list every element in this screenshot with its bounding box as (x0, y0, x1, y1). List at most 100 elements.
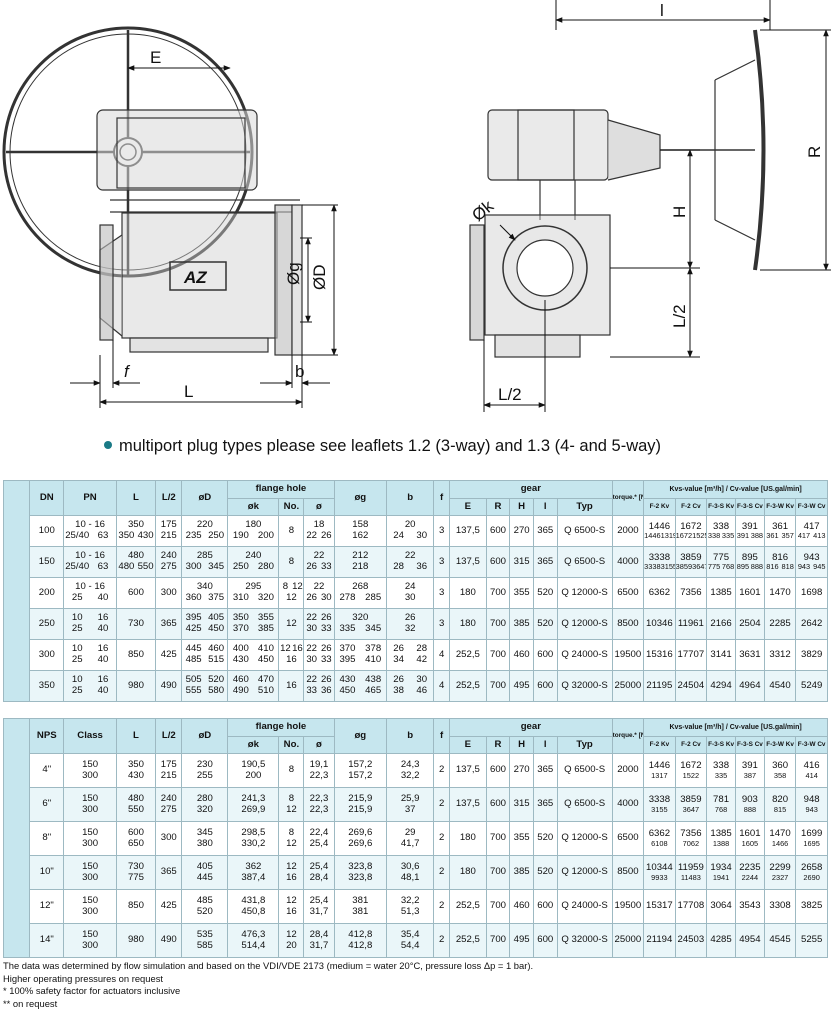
cell-i: 520 (532, 577, 558, 609)
cell-e: 180 (449, 855, 487, 890)
cell-r: 600 (485, 787, 511, 822)
label-f: f (124, 362, 131, 381)
cell-f2kv: 21195 (643, 670, 676, 702)
cell-dn: 150 (29, 546, 65, 578)
col-no: No. (278, 736, 305, 754)
cell-nps: 6" (29, 787, 65, 822)
side-view (469, 29, 766, 358)
col-f3skv: F-3-S Kv (706, 736, 736, 754)
cell-i: 600 (532, 889, 558, 924)
cell-i: 520 (532, 855, 558, 890)
cell-f2kv: 10346 (643, 608, 676, 640)
col-o: ø (303, 498, 335, 516)
cell-f3wcv: 1698 (795, 577, 828, 609)
cell-f: 2 (433, 753, 450, 788)
col-kv-cv: Kvs-value [m³/h] / Cv-value [US.gal/min] (643, 718, 828, 737)
col-f: f (433, 480, 450, 516)
cell-l2: 425 (155, 889, 183, 924)
cell-h: 495 (509, 923, 534, 958)
cell-r: 700 (485, 923, 511, 958)
cell-f3wkv: 4540 (763, 670, 797, 702)
cell-r: 600 (485, 546, 511, 578)
cell-l: 850 (115, 889, 157, 924)
cell-l2: 490 (155, 670, 183, 702)
cell-f3wcv: 3825 (795, 889, 828, 924)
col-f2kv: F-2 Kv (643, 498, 676, 516)
cell-f: 3 (433, 577, 450, 609)
cell-e: 180 (449, 821, 487, 856)
col-typ: Typ (556, 736, 613, 754)
cell-dn: 100 (29, 515, 65, 547)
cell-typ: Q 6500-S (556, 787, 613, 822)
cell-i: 520 (532, 608, 558, 640)
col-l: L (115, 480, 157, 516)
cell-l: 980 (115, 923, 157, 958)
label-H: H (670, 206, 689, 218)
cell-h: 315 (509, 787, 534, 822)
cell-f3wcv: 3829 (795, 639, 828, 671)
side-dimensions (483, 0, 831, 412)
standard-label: ASME B 16.5 / 16.10 (2, 718, 31, 958)
cell-f2cv: 17707 (674, 639, 708, 671)
cell-typ: Q 32000-S (556, 923, 613, 958)
col-f2cv: F-2 Cv (674, 736, 708, 754)
cell-f: 2 (433, 787, 450, 822)
col-cls: Class (63, 718, 117, 754)
cell-typ: Q 12000-S (556, 608, 613, 640)
col-l: L (115, 718, 157, 754)
cell-f3skv: 4285 (706, 923, 736, 958)
cell-e: 252,5 (449, 670, 487, 702)
cell-nps: 8" (29, 821, 65, 856)
col-f3scv: F-3-S Cv (734, 498, 765, 516)
cell-l: 980 (115, 670, 157, 702)
cell-f3wkv: 3308 (763, 889, 797, 924)
cell-i: 600 (532, 670, 558, 702)
cell-e: 252,5 (449, 923, 487, 958)
cell-f3scv: 2504 (734, 608, 765, 640)
cell-f3wcv: 5255 (795, 923, 828, 958)
cell-e: 137,5 (449, 753, 487, 788)
logo-az: AZ (183, 268, 207, 287)
standard-label: DIN EN 1092/1 / 558-1 (2, 480, 31, 702)
col-r: R (485, 736, 511, 754)
cell-no: 8 (278, 546, 305, 578)
